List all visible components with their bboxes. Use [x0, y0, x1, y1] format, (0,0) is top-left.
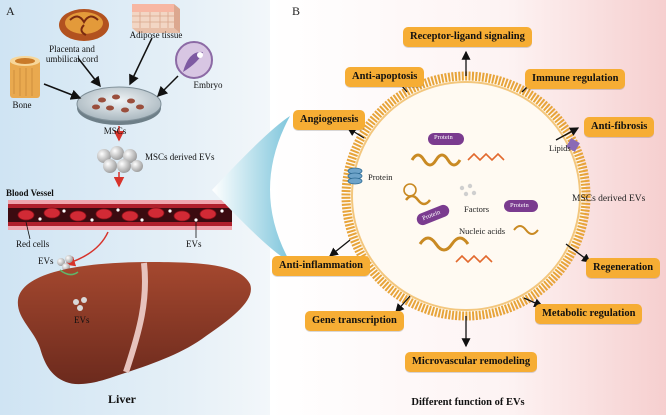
petri-dish-illustration: [76, 86, 162, 125]
mscs-label: MSCs: [103, 126, 127, 136]
bone-illustration: [10, 56, 40, 98]
blood-vessel-illustration: [8, 200, 232, 230]
adipose-illustration: [132, 4, 180, 33]
red-cells-label: Red cells: [16, 239, 50, 249]
evs-vessel-label: EVs: [186, 239, 202, 249]
function-metabolic-regulation: Metabolic regulation: [535, 304, 643, 324]
panel-a-letter: A: [6, 4, 15, 18]
embryo-label: Embryo: [193, 80, 223, 90]
panel-b-letter: B: [292, 4, 301, 18]
msc-evs-center-label: MSCs derived EVs: [572, 194, 646, 204]
liver-illustration: [17, 262, 251, 385]
function-anti-apoptosis: Anti-apoptosis: [345, 67, 425, 87]
function-regeneration: Regeneration: [586, 258, 661, 278]
placenta-illustration: [59, 9, 109, 41]
protein-left-label: Protein: [368, 172, 393, 182]
function-anti-fibrosis: Anti-fibrosis: [584, 117, 655, 137]
function-angiogenesis: Angiogenesis: [293, 110, 366, 130]
liver-label: Liver: [108, 392, 136, 406]
adipose-label: Adipose tissue: [129, 30, 183, 40]
evs-liver-label-2: EVs: [74, 315, 90, 325]
lipids-label: Lipids: [549, 143, 571, 153]
function-microvascular-remodeling: Microvascular remodeling: [405, 352, 538, 372]
nucleic-acids-label: Nucleic acids: [459, 226, 506, 236]
function-immune-regulation: Immune regulation: [525, 69, 626, 89]
protein-right-label: Protein: [510, 202, 529, 209]
panel-b-caption: Different function of EVs: [411, 397, 525, 408]
factors-label: Factors: [464, 204, 490, 214]
function-anti-inflammation: Anti-inflammation: [272, 256, 370, 276]
ev-cluster-illustration: [97, 146, 143, 173]
placenta-label: Placenta and umbilical cord: [45, 44, 99, 64]
embryo-illustration: [175, 41, 213, 79]
bone-label: Bone: [12, 100, 32, 110]
function-gene-transcription: Gene transcription: [305, 311, 404, 331]
ev-vesicle-illustration: [341, 71, 591, 321]
evs-liver-label-1: EVs: [38, 256, 54, 266]
mscs-evs-label: MSCs derived EVs: [145, 152, 215, 162]
function-receptor-ligand: Receptor-ligand signaling: [403, 27, 532, 47]
blood-vessel-label: Blood Vessel: [6, 188, 54, 198]
protein-top-label: Protein: [434, 134, 453, 141]
